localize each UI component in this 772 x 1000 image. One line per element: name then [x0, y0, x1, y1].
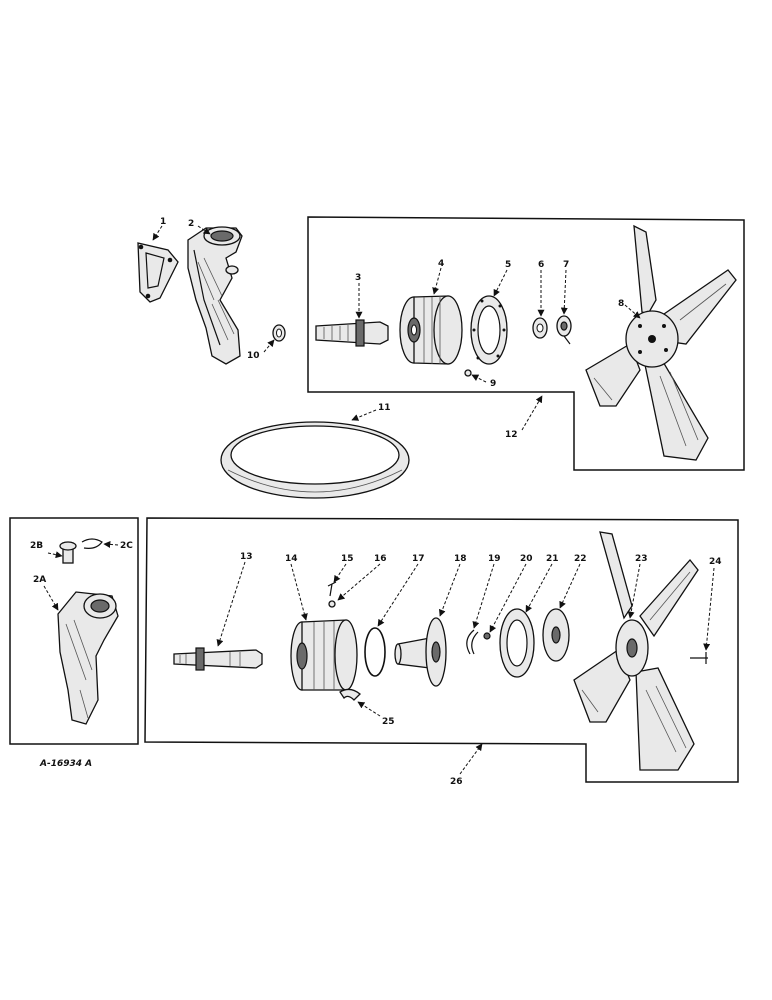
callout-9: 9 [490, 379, 496, 389]
callout-15: 15 [341, 554, 354, 564]
screw-part-9 [464, 369, 472, 377]
pump-body-part-2 [187, 226, 243, 365]
callout-8: 8 [618, 299, 624, 309]
screw-part-15 [327, 581, 337, 597]
gasket-part-5 [470, 295, 508, 365]
nut-part-20 [483, 632, 491, 640]
snap-ring-part-19 [466, 629, 479, 655]
callout-19: 19 [488, 554, 501, 564]
callout-18: 18 [454, 554, 467, 564]
callout-2A: 2A [33, 575, 46, 585]
o-ring-part-17 [364, 627, 386, 677]
fan-part-8 [585, 224, 737, 461]
leader-lines [43, 225, 715, 775]
callout-25: 25 [382, 717, 395, 727]
callout-3: 3 [355, 273, 361, 283]
callout-17: 17 [412, 554, 425, 564]
plate-part-22 [542, 608, 570, 662]
callout-6: 6 [538, 260, 544, 270]
shaft-part-3 [315, 319, 389, 347]
callout-2B: 2B [30, 541, 43, 551]
plug-part-2B [59, 541, 77, 564]
callout-4: 4 [438, 259, 444, 269]
figure-code: A-16934 A [39, 759, 92, 769]
callout-13: 13 [240, 552, 253, 562]
callout-16: 16 [374, 554, 387, 564]
callout-5: 5 [505, 260, 511, 270]
callout-26: 26 [450, 777, 463, 787]
nut-part-6 [532, 317, 548, 339]
washer-part-16 [328, 600, 336, 608]
callout-11: 11 [378, 403, 391, 413]
upper-assembly-frame [307, 216, 745, 471]
gasket-part-21 [499, 608, 535, 678]
ring-part-2C [81, 538, 103, 549]
callout-24: 24 [709, 557, 722, 567]
callout-2C: 2C [120, 541, 133, 551]
callout-14: 14 [285, 554, 298, 564]
pulley-part-14 [290, 619, 358, 691]
nut-part-7 [556, 315, 572, 345]
fan-part-23 [573, 531, 699, 771]
callout-21: 21 [546, 554, 559, 564]
callout-22: 22 [574, 554, 587, 564]
callout-1: 1 [160, 217, 166, 227]
gasket-part-1 [137, 242, 179, 303]
callout-7: 7 [563, 260, 569, 270]
shaft-part-13 [173, 647, 263, 671]
pump-body-part-2A [57, 591, 119, 725]
pulley-part-4 [399, 295, 463, 365]
clip-part-25 [339, 688, 361, 701]
callout-10: 10 [247, 351, 260, 361]
hub-part-18 [394, 617, 447, 687]
callout-20: 20 [520, 554, 533, 564]
fan-belt-part-11 [220, 421, 410, 499]
washer-part-10 [272, 324, 286, 342]
callout-12: 12 [505, 430, 518, 440]
callout-2: 2 [188, 219, 194, 229]
lower-assembly-frame [144, 517, 739, 783]
left-assembly-frame [9, 517, 139, 745]
bolt-part-24 [690, 652, 708, 664]
callout-23: 23 [635, 554, 648, 564]
